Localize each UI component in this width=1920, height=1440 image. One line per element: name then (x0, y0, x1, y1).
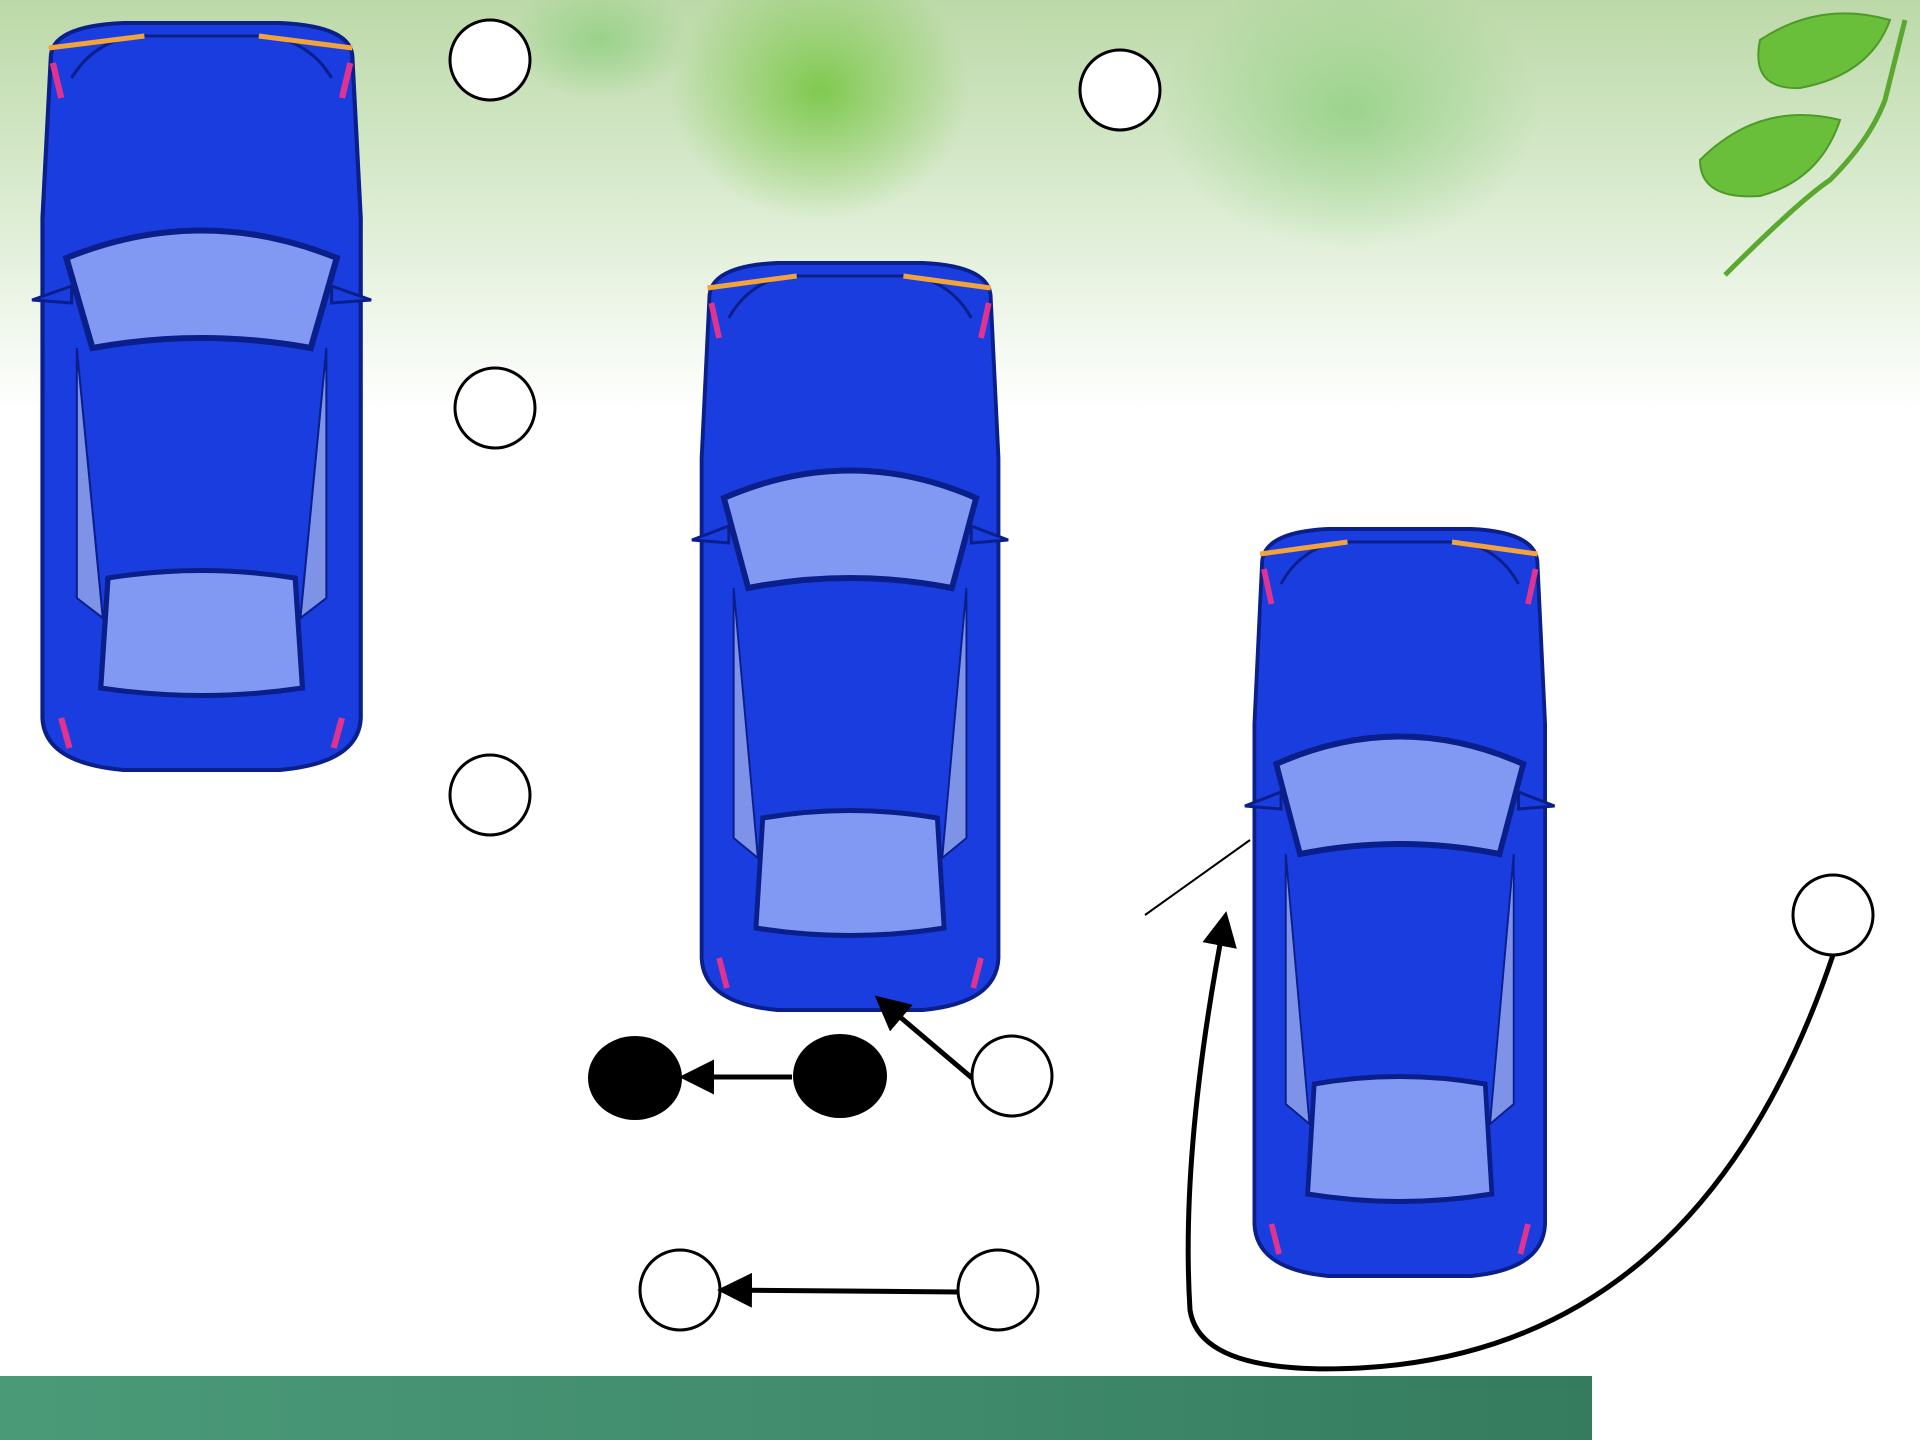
marker-circle-6 (1793, 875, 1873, 955)
pointer-line-right-car (1145, 840, 1250, 915)
car-middle-icon (692, 263, 1008, 1010)
marker-circle-7 (640, 1250, 720, 1330)
marker-circle-1 (450, 20, 530, 100)
marker-solid-right (793, 1034, 887, 1118)
marker-circle-8 (958, 1250, 1038, 1330)
arrow-bottom-markers (724, 1290, 958, 1292)
marker-circle-3 (455, 368, 535, 448)
marker-circle-4 (450, 755, 530, 835)
car-right-icon (1245, 529, 1555, 1276)
marker-circle-2 (1080, 50, 1160, 130)
car-left-icon (32, 23, 371, 770)
marker-solid-left (588, 1036, 682, 1120)
footer-band (0, 1376, 1592, 1440)
marker-circle-5 (972, 1036, 1052, 1116)
arrow-to-middle-car (880, 1000, 972, 1078)
